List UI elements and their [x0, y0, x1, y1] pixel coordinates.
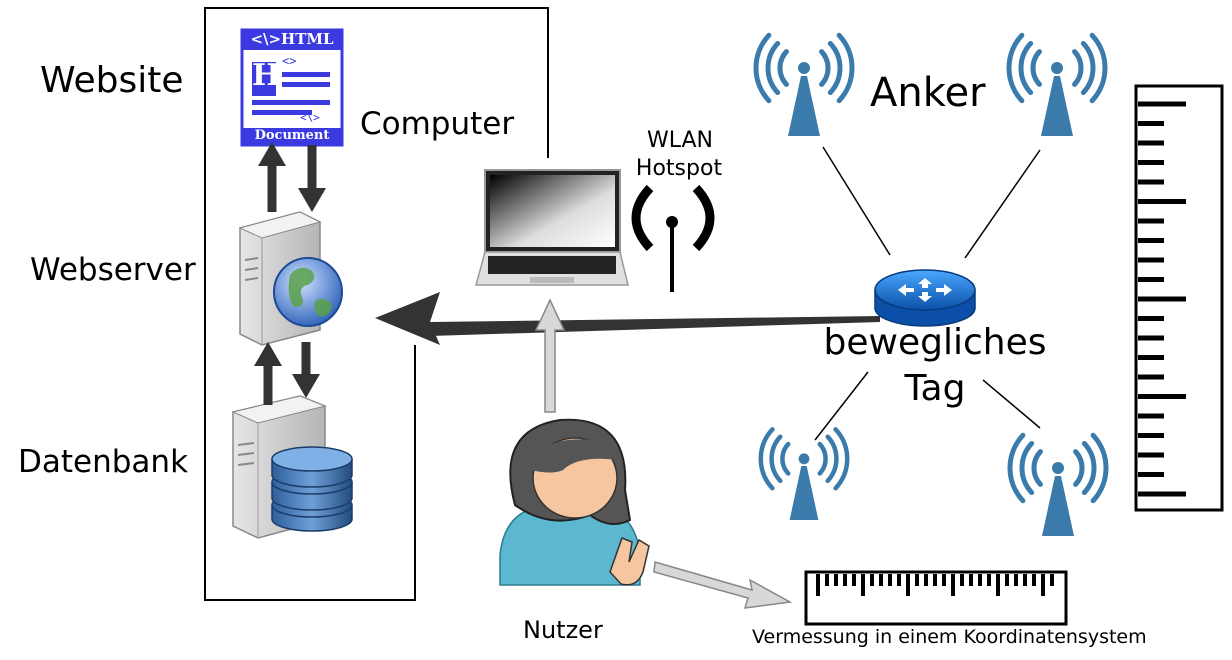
- antenna-bottom-left-icon: [758, 427, 850, 520]
- database-cylinder-icon: [271, 446, 353, 532]
- antenna-top-left-icon: [753, 32, 855, 136]
- router-tag-icon: [874, 269, 976, 327]
- html-document-icon: [240, 28, 344, 147]
- label-wlan: WLAN: [646, 128, 714, 153]
- server-frame: [204, 7, 549, 601]
- label-datenbank: Datenbank: [18, 444, 189, 480]
- arrow-user-to-laptop: [534, 298, 566, 413]
- label-anker: Anker: [870, 70, 986, 116]
- arrow-webserver-to-document: [258, 142, 286, 212]
- antenna-bottom-right-icon: [1007, 432, 1109, 536]
- arrow-document-to-webserver: [298, 145, 326, 212]
- label-vermessung: Vermessung in einem Koordinatensystem: [752, 626, 1147, 648]
- doc-small-tag: <>: [282, 54, 297, 68]
- doc-footer-text: Document: [254, 128, 330, 143]
- label-bewegliches: bewegliches: [823, 322, 1047, 363]
- user-avatar-icon: [499, 418, 650, 586]
- doc-bottom-tag: <\>: [300, 111, 320, 124]
- wlan-hotspot-icon: [631, 184, 715, 292]
- webserver-icon: [238, 211, 343, 346]
- label-hotspot: Hotspot: [635, 156, 723, 181]
- label-webserver: Webserver: [30, 252, 196, 288]
- arrow-tag-to-webserver: [375, 292, 880, 345]
- arrow-database-to-webserver: [254, 342, 282, 405]
- label-computer: Computer: [360, 106, 515, 142]
- horizontal-ruler: [804, 570, 1068, 626]
- label-tag: Tag: [904, 368, 966, 409]
- antenna-top-right-icon: [1006, 32, 1108, 136]
- label-website: Website: [40, 60, 184, 101]
- doc-header-text: <\>HTML: [250, 30, 334, 48]
- label-nutzer: Nutzer: [523, 616, 603, 644]
- anchor-links: [814, 146, 1041, 441]
- arrow-webserver-to-database: [292, 342, 320, 398]
- database-server-icon: [231, 395, 353, 539]
- doc-big-letter: H: [252, 58, 281, 93]
- arrow-user-to-ruler: [653, 561, 793, 609]
- vertical-ruler: [1134, 84, 1224, 512]
- laptop-icon: [475, 169, 629, 286]
